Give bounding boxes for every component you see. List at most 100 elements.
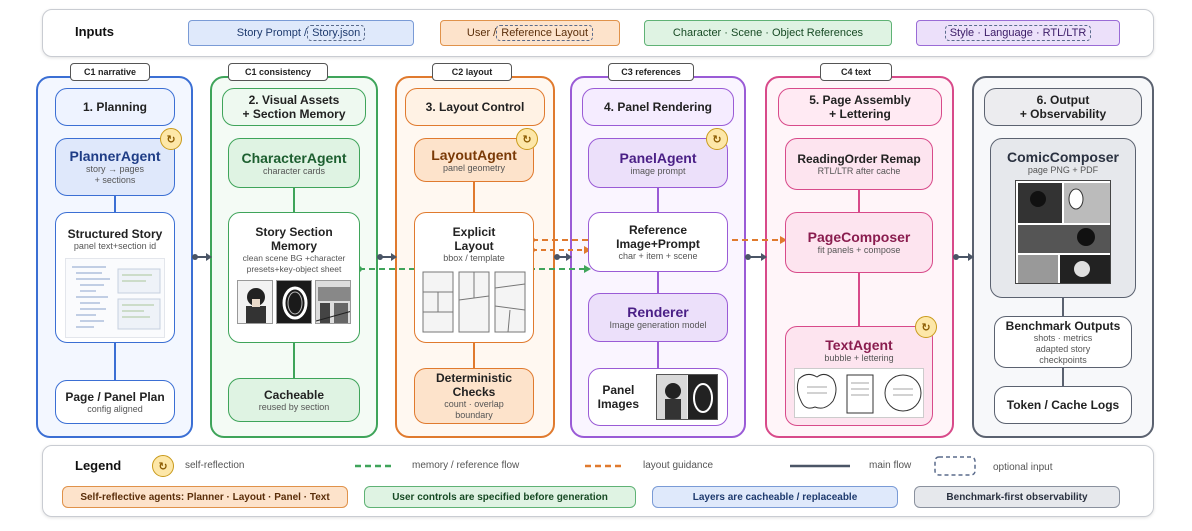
- benchmark-outputs-subtitle: shots · metrics adapted story checkpoint…: [1033, 332, 1093, 365]
- layout-agent-box: LayoutAgent panel geometry: [414, 138, 534, 182]
- panel-agent-box: PanelAgent image prompt: [588, 138, 728, 188]
- deterministic-checks-box: Deterministic Checks count · overlap bou…: [414, 368, 534, 424]
- renderer-box: Renderer Image generation model: [588, 293, 728, 342]
- legend-pill-self-reflective: Self-reflective agents: Planner · Layout…: [62, 486, 348, 508]
- comic-composer-box: ComicComposer page PNG + PDF: [990, 138, 1136, 298]
- tag-c1-narrative: C1 narrative: [70, 63, 150, 81]
- comic-page-thumbnail: [1015, 180, 1111, 284]
- benchmark-outputs-title: Benchmark Outputs: [1005, 318, 1121, 333]
- panel-rendering-title-box: 4. Panel Rendering: [582, 88, 734, 126]
- legend-self-reflection-icon: ↻: [152, 455, 174, 477]
- legend-pill-benchmark: Benchmark-first observability: [914, 486, 1120, 508]
- legend-label: Legend: [75, 458, 122, 473]
- input-style-label: Style · Language · RTL/LTR: [944, 25, 1092, 41]
- input-layout-optional: Reference Layout: [496, 25, 594, 41]
- input-story-label: Story Prompt /: [236, 27, 308, 39]
- tag-c2-layout: C2 layout: [432, 63, 512, 81]
- legend-memory-label: memory / reference flow: [412, 460, 520, 471]
- structured-story-code-thumbnail: [65, 258, 165, 338]
- speech-bubbles-thumbnail: [794, 368, 924, 418]
- planner-agent-box: PlannerAgent story → pages + sections: [55, 138, 175, 196]
- panel-self-reflection-icon: ↻: [706, 128, 728, 150]
- explicit-layout-subtitle: bbox / template: [443, 253, 505, 263]
- cacheable-subtitle: reused by section: [258, 401, 330, 412]
- deterministic-checks-subtitle: count · overlap boundary: [444, 399, 504, 420]
- character-preset-thumbnail: [237, 280, 273, 324]
- panel-images-box: Panel Images: [588, 368, 728, 426]
- panel-rendering-title: 4. Panel Rendering: [603, 100, 713, 114]
- reference-image-prompt-box: Reference Image+Prompt char + item + sce…: [588, 212, 728, 272]
- structured-story-subtitle: panel text+section id: [73, 241, 157, 251]
- page-assembly-title: 5. Page Assembly + Lettering: [809, 93, 911, 121]
- scene-background-thumbnail: [315, 280, 351, 324]
- inputs-label: Inputs: [75, 24, 114, 39]
- panel-images-title: Panel Images: [597, 383, 640, 411]
- planner-agent-title: PlannerAgent: [69, 148, 161, 164]
- reading-order-remap-subtitle: RTL/LTR after cache: [817, 165, 901, 176]
- panel-images-thumbnail: [656, 374, 719, 420]
- structured-story-title: Structured Story: [67, 227, 163, 241]
- input-layout: User / Reference Layout: [440, 20, 620, 46]
- input-references-label: Character · Scene · Object References: [672, 27, 864, 39]
- panel-agent-title: PanelAgent: [619, 149, 697, 166]
- explicit-layout-title: Explicit Layout: [452, 225, 496, 253]
- layout-agent-subtitle: panel geometry: [442, 162, 506, 173]
- reference-image-prompt-title: Reference Image+Prompt: [616, 222, 700, 251]
- page-panel-plan-box: Page / Panel Plan config aligned: [55, 380, 175, 424]
- planning-title-box: 1. Planning: [55, 88, 175, 126]
- structured-story-box: Structured Story panel text+section id: [55, 212, 175, 343]
- input-story-optional: Story.json: [307, 25, 366, 41]
- comic-composer-title: ComicComposer: [1006, 149, 1120, 165]
- story-section-memory-box: Story Section Memory clean scene BG +cha…: [228, 212, 360, 343]
- page-assembly-title-box: 5. Page Assembly + Lettering: [778, 88, 942, 126]
- visual-assets-title: 2. Visual Assets + Section Memory: [242, 93, 346, 121]
- key-object-thumbnail: [276, 280, 312, 324]
- planner-self-reflection-icon: ↻: [160, 128, 182, 150]
- input-layout-label: User /: [466, 27, 497, 39]
- story-section-memory-subtitle: clean scene BG +character presets+key-ob…: [242, 253, 346, 274]
- character-agent-subtitle: character cards: [262, 165, 326, 176]
- benchmark-outputs-box: Benchmark Outputs shots · metrics adapte…: [994, 316, 1132, 368]
- page-panel-plan-title: Page / Panel Plan: [65, 389, 165, 404]
- text-agent-box: TextAgent bubble + lettering: [785, 326, 933, 426]
- legend-self-reflection-label: self-reflection: [185, 460, 245, 471]
- explicit-layout-box: Explicit Layout bbox / template: [414, 212, 534, 343]
- deterministic-checks-title: Deterministic Checks: [435, 371, 513, 399]
- output-title-box: 6. Output + Observability: [984, 88, 1142, 126]
- tag-c3-references: C3 references: [608, 63, 694, 81]
- text-agent-subtitle: bubble + lettering: [824, 353, 894, 363]
- legend-line-samples: [355, 456, 976, 476]
- layout-control-title-box: 3. Layout Control: [405, 88, 545, 126]
- layout-control-title: 3. Layout Control: [425, 100, 525, 114]
- input-references: Character · Scene · Object References: [644, 20, 892, 46]
- planner-agent-subtitle: story → pages + sections: [85, 164, 145, 185]
- planning-title: 1. Planning: [82, 100, 147, 114]
- cacheable-box: Cacheable reused by section: [228, 378, 360, 422]
- input-story-prompt: Story Prompt / Story.json: [188, 20, 414, 46]
- text-agent-title: TextAgent: [825, 337, 893, 353]
- reference-image-prompt-subtitle: char + item + scene: [618, 250, 698, 261]
- output-title: 6. Output + Observability: [1019, 93, 1107, 121]
- page-panel-plan-subtitle: config aligned: [87, 403, 143, 414]
- visual-assets-title-box: 2. Visual Assets + Section Memory: [222, 88, 366, 126]
- renderer-subtitle: Image generation model: [609, 320, 707, 330]
- memory-thumbnails: [237, 280, 351, 324]
- reading-order-remap-box: ReadingOrder Remap RTL/LTR after cache: [785, 138, 933, 190]
- character-agent-title: CharacterAgent: [241, 149, 347, 166]
- token-cache-logs-title: Token / Cache Logs: [1006, 398, 1120, 412]
- layout-self-reflection-icon: ↻: [516, 128, 538, 150]
- legend-pill-cacheable: Layers are cacheable / replaceable: [652, 486, 898, 508]
- page-composer-title: PageComposer: [807, 229, 911, 245]
- legend-main-label: main flow: [869, 460, 912, 471]
- layout-template-thumbnails: [422, 271, 526, 333]
- legend-optional-label: optional input: [993, 462, 1053, 473]
- page-composer-box: PageComposer fit panels + compose: [785, 212, 933, 273]
- character-agent-box: CharacterAgent character cards: [228, 138, 360, 188]
- layout-agent-title: LayoutAgent: [431, 146, 517, 163]
- story-section-memory-title: Story Section Memory: [255, 225, 333, 253]
- comic-composer-subtitle: page PNG + PDF: [1027, 165, 1099, 175]
- input-style: Style · Language · RTL/LTR: [916, 20, 1120, 46]
- cacheable-title: Cacheable: [263, 387, 325, 402]
- panel-agent-subtitle: image prompt: [630, 165, 686, 176]
- text-self-reflection-icon: ↻: [915, 316, 937, 338]
